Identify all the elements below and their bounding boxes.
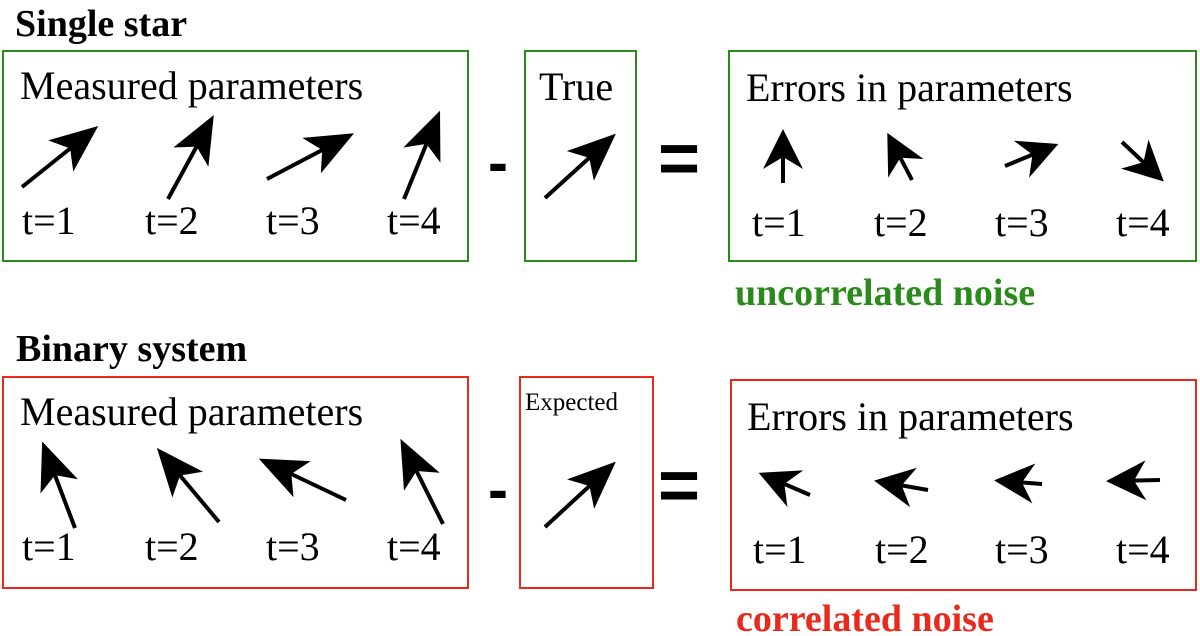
binary-measured-t3-label: t=3: [266, 524, 320, 569]
measured-arrow-t4: [402, 110, 441, 200]
single-measured-t1-label: t=1: [22, 198, 76, 243]
binary-expected-title: Expected: [525, 389, 619, 416]
binary-measured-arrow-t2: [156, 447, 221, 524]
single-minus-sign: -: [488, 129, 508, 196]
binary-measured-title: Measured parameters: [20, 389, 363, 434]
single-star-section: Single star Measured parameters t=1 t=2 …: [2, 3, 1197, 314]
binary-measured-t2-label: t=2: [145, 524, 199, 569]
binary-errors-t4-label: t=4: [1116, 527, 1170, 572]
single-true-title: True: [539, 64, 613, 109]
single-measured-title: Measured parameters: [20, 63, 363, 108]
single-measured-box: Measured parameters t=1 t=2 t=3 t=4: [2, 50, 469, 262]
binary-measured-arrow-t1: [40, 441, 78, 529]
error-arrow-t3: [1004, 140, 1059, 178]
expected-arrow: [543, 461, 616, 529]
single-errors-t1-label: t=1: [752, 200, 806, 245]
single-errors-t3-label: t=3: [995, 200, 1049, 245]
single-errors-t2-label: t=2: [874, 200, 928, 245]
single-errors-title: Errors in parameters: [746, 65, 1073, 110]
binary-error-arrow-t2: [874, 467, 929, 508]
measured-arrow-t3: [266, 133, 355, 181]
single-errors-box: Errors in parameters t=1 t=2 t=3 t=4: [728, 50, 1197, 262]
error-arrow-t2: [887, 132, 924, 181]
binary-system-heading: Binary system: [16, 328, 247, 370]
single-measured-t2-label: t=2: [145, 198, 199, 243]
binary-minus-sign: -: [488, 456, 508, 523]
single-true-box: True: [524, 50, 637, 262]
binary-errors-t2-label: t=2: [875, 527, 929, 572]
measured-arrow-t1: [20, 126, 99, 189]
binary-measured-t1-label: t=1: [22, 524, 76, 569]
binary-error-arrow-t1: [758, 470, 811, 508]
binary-errors-t1-label: t=1: [753, 527, 807, 572]
error-arrow-t4: [1120, 139, 1164, 182]
uncorrelated-noise-caption: uncorrelated noise: [735, 272, 1035, 314]
single-errors-t4-label: t=4: [1116, 200, 1170, 245]
measured-arrow-t2: [166, 114, 214, 200]
single-measured-t4-label: t=4: [387, 198, 441, 243]
binary-measured-arrow-t4: [400, 438, 445, 525]
binary-measured-t4-label: t=4: [387, 524, 441, 569]
single-equals-sign: =: [658, 119, 700, 199]
binary-errors-box: Errors in parameters t=1 t=2 t=3 t=4: [730, 379, 1197, 591]
correlated-noise-caption: correlated noise: [736, 598, 994, 636]
binary-equals-sign: =: [658, 446, 700, 526]
binary-errors-title: Errors in parameters: [747, 394, 1074, 439]
single-star-heading: Single star: [15, 3, 187, 45]
binary-measured-arrow-t3: [258, 458, 347, 502]
binary-errors-t3-label: t=3: [995, 527, 1049, 572]
single-measured-t3-label: t=3: [266, 198, 320, 243]
binary-expected-box: Expected: [519, 376, 654, 589]
binary-error-arrow-t3: [994, 463, 1043, 504]
binary-system-section: Binary system Measured parameters t=1 t=…: [2, 328, 1197, 636]
binary-error-arrow-t4: [1106, 460, 1161, 501]
true-arrow: [543, 133, 616, 200]
binary-measured-box: Measured parameters t=1 t=2 t=3 t=4: [2, 376, 469, 589]
